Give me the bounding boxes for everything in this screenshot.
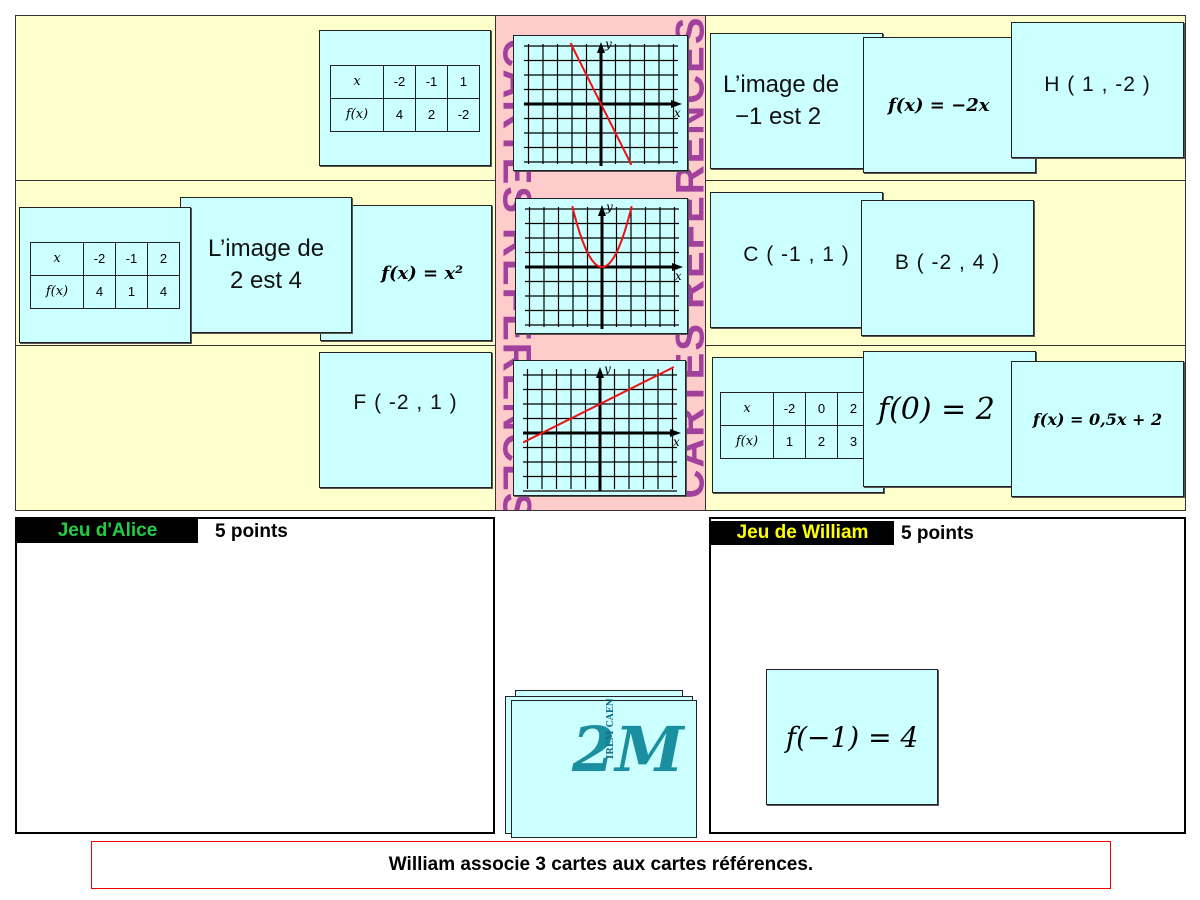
y-axis-label: y: [605, 201, 613, 214]
cell: -2: [383, 64, 416, 99]
y-axis-arrow: [595, 367, 604, 378]
y-axis-arrow: [597, 205, 606, 216]
card-image-statement[interactable]: L’image de −1 est 2: [710, 33, 883, 169]
cell: 4: [383, 97, 416, 132]
card-formula-affine[interactable]: f(x) = 0,5x + 2: [1011, 361, 1184, 497]
card-point-h[interactable]: H ( 1 , -2 ): [1011, 22, 1184, 158]
cell: 0: [805, 391, 838, 426]
x-axis-arrow: [671, 263, 683, 271]
card-point-f[interactable]: F ( -2 , 1 ): [319, 352, 492, 488]
header-fx: f(x): [330, 97, 384, 132]
card-text: F ( -2 , 1 ): [353, 391, 458, 414]
y-axis-arrow: [596, 42, 605, 53]
card-text: f(x) = −2x: [888, 94, 990, 116]
curve-linear-positive: [522, 366, 674, 444]
card-text-line1: L’image de: [723, 70, 840, 98]
card-point-c[interactable]: C ( -1 , 1 ): [710, 192, 883, 328]
y-axis-label: y: [604, 38, 612, 51]
cell: -1: [415, 64, 448, 99]
graph-parabola: xy: [524, 201, 683, 329]
card-text-line1: L’image de: [207, 234, 325, 262]
alice-label: Jeu d'Alice: [17, 519, 198, 543]
cell: -2: [773, 391, 806, 426]
x-axis-label: x: [674, 106, 681, 120]
cell: 2: [805, 424, 838, 459]
william-label: Jeu de William: [711, 521, 894, 545]
cell: 4: [147, 274, 180, 309]
x-axis-label: x: [673, 435, 680, 449]
header-x: x: [30, 241, 84, 276]
graph-linear-negative: xy: [523, 38, 682, 166]
curve-parabola: [570, 205, 633, 268]
graph-linear-positive: xy: [522, 363, 681, 492]
card-text: f(x) = x²: [381, 262, 463, 284]
header-x: x: [720, 391, 774, 426]
cell: 2: [147, 241, 180, 276]
cell: 1: [447, 64, 480, 99]
card-formula-linear[interactable]: f(x) = −2x: [863, 37, 1036, 173]
cell: 1: [115, 274, 148, 309]
y-axis-label: y: [603, 363, 611, 376]
card-point-b[interactable]: B ( -2 , 4 ): [861, 200, 1034, 336]
alice-hand-panel: [15, 517, 495, 834]
x-axis-label: x: [675, 269, 682, 283]
william-score: 5 points: [901, 523, 974, 544]
card-text: f(−1) = 4: [785, 720, 919, 754]
cell: 1: [773, 424, 806, 459]
alice-score: 5 points: [215, 521, 288, 542]
x-axis-arrow: [669, 429, 681, 437]
logo-text: IREM CAEN: [606, 698, 616, 759]
william-card-f-minus-1[interactable]: f(−1) = 4: [766, 669, 938, 805]
x-axis-arrow: [670, 100, 682, 108]
logo-mark: 2M: [572, 713, 684, 786]
card-text: B ( -2 , 4 ): [894, 251, 1001, 274]
header-fx: f(x): [720, 424, 774, 459]
cell: 2: [415, 97, 448, 132]
card-text: f(0) = 2: [878, 392, 995, 427]
cell: 4: [83, 274, 116, 309]
deck-draw-pile[interactable]: 2M IREM CAEN: [511, 698, 697, 838]
card-image-statement[interactable]: L’image de 2 est 4: [180, 197, 352, 333]
card-value-f0[interactable]: f(0) = 2: [863, 351, 1036, 487]
header-x: x: [330, 64, 384, 99]
status-text: William associe 3 cartes aux cartes réfé…: [388, 854, 814, 875]
card-text: f(x) = 0,5x + 2: [1032, 410, 1163, 429]
card-text-line2: 2 est 4: [229, 267, 303, 294]
cell: -2: [447, 97, 480, 132]
header-fx: f(x): [30, 274, 84, 309]
card-text: H ( 1 , -2 ): [1044, 73, 1151, 96]
card-text-line2: −1 est 2: [735, 103, 822, 130]
curve-linear-negative: [569, 42, 632, 166]
status-message: William associe 3 cartes aux cartes réfé…: [91, 841, 1111, 889]
cell: -2: [83, 241, 116, 276]
irem-logo: 2M IREM CAEN: [564, 698, 684, 819]
card-text: C ( -1 , 1 ): [743, 243, 850, 266]
cell: -1: [115, 241, 148, 276]
